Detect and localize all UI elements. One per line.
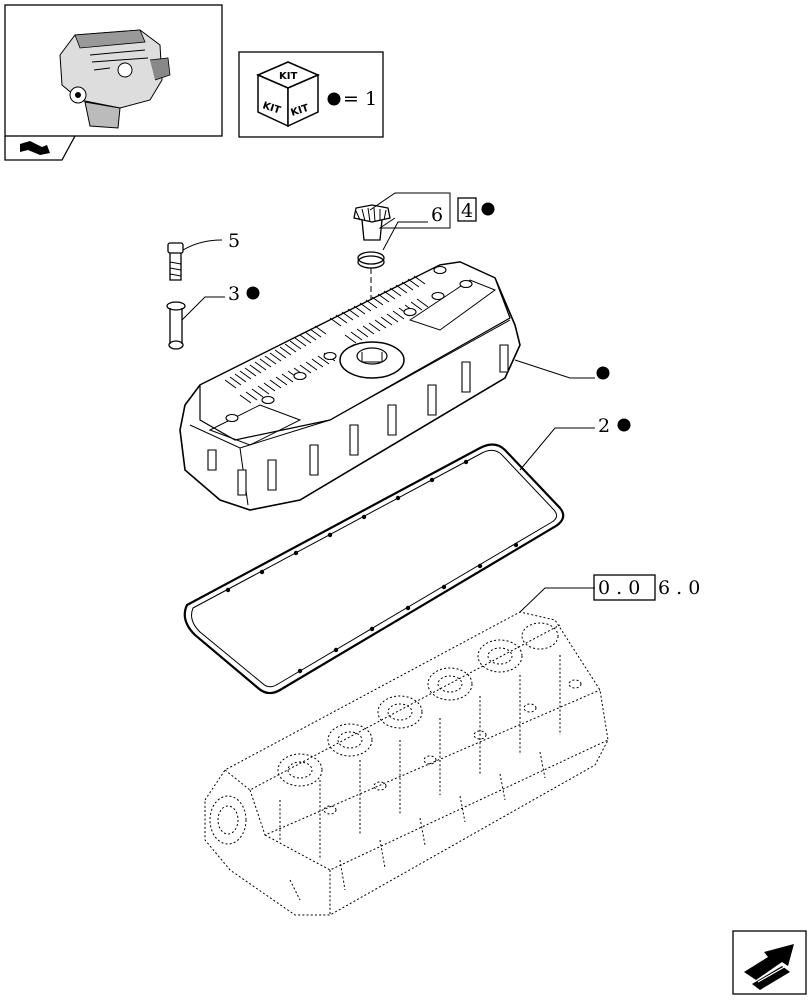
leader-6 (382, 221, 428, 251)
spacer-sleeve-part[interactable] (166, 301, 186, 350)
kit-text-top: KIT (279, 71, 297, 82)
seal-ring-part[interactable] (357, 251, 385, 269)
kit-equals-text: = 1 (343, 88, 377, 110)
reference-rest-text[interactable]: 6 . 0 (658, 577, 700, 599)
kit-text-left: KIT (261, 100, 282, 116)
navigate-arrow-small-icon (20, 141, 50, 155)
callout-2[interactable]: 2 (598, 415, 610, 437)
reference-boxed-text[interactable]: 0 . 0 (598, 577, 640, 599)
leader-6-4 (369, 192, 451, 229)
kit-dot-3 (246, 286, 260, 300)
reference-box (593, 574, 656, 601)
bolt-part[interactable] (167, 242, 184, 281)
leader-reference (519, 587, 595, 613)
cylinder-head-reference (204, 611, 609, 916)
leader-2 (519, 427, 595, 471)
callout-5[interactable]: 5 (228, 230, 240, 252)
next-page-button[interactable] (732, 930, 807, 995)
gasket-part[interactable] (183, 443, 565, 695)
callout-6[interactable]: 6 (431, 204, 443, 226)
valve-cover-part[interactable] (179, 261, 521, 511)
callout-4-box (457, 197, 477, 222)
filled-dot-icon (327, 92, 341, 106)
leader-cover (514, 359, 595, 379)
engine-thumbnail-icon (59, 29, 171, 129)
kit-legend: KIT KIT KIT = 1 (238, 51, 384, 138)
kit-dot-4 (481, 202, 495, 216)
engine-thumbnail[interactable] (4, 4, 223, 137)
next-page-arrow-icon (744, 944, 794, 990)
kit-dot-2 (617, 418, 631, 432)
kit-text-right: KIT (290, 103, 311, 119)
leader-3 (181, 296, 225, 321)
filler-cap-part[interactable] (353, 204, 391, 241)
nav-tab[interactable] (4, 135, 76, 161)
callout-3[interactable]: 3 (228, 283, 240, 305)
callout-4[interactable]: 4 (461, 200, 473, 222)
kit-box-icon: KIT KIT KIT (256, 61, 320, 128)
leader-5 (182, 239, 223, 251)
kit-dot-cover (596, 366, 610, 380)
